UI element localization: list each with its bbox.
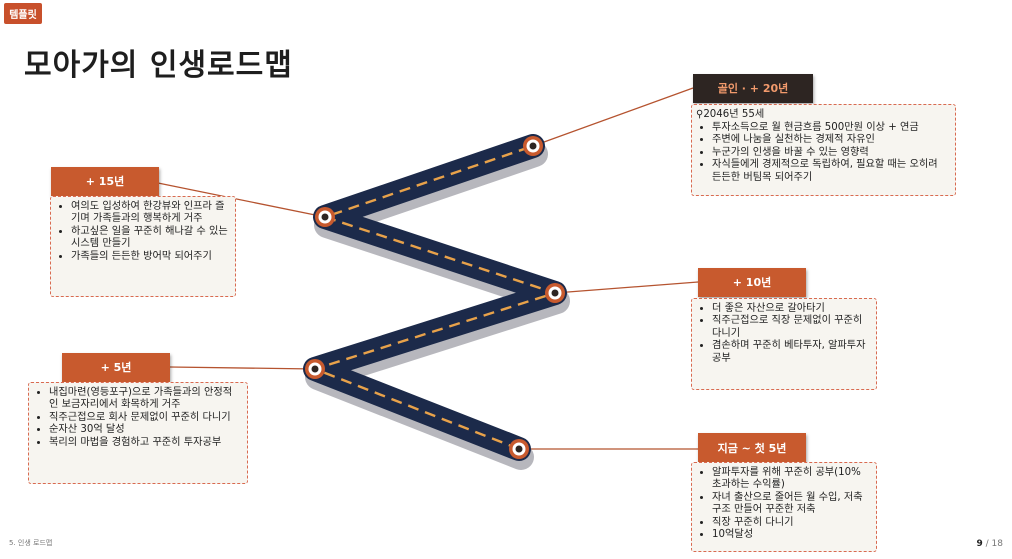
list-item: 10억달성 — [712, 529, 870, 541]
now-list: 알파투자를 위해 꾸준히 공부(10% 초과하는 수익률) 자녀 출산으로 줄어… — [696, 467, 870, 541]
list-item: 주변에 나눔을 실천하는 경제적 자유인 — [712, 134, 949, 146]
milestone-label-10y: + 10년 — [698, 268, 806, 297]
goal-lead: ⚲2046년 55세 — [696, 109, 949, 121]
list-item: 하고싶은 일을 꾸준히 해나갈 수 있는 시스템 만들기 — [71, 226, 229, 251]
marker-goal — [523, 136, 543, 156]
milestone-box-now: 알파투자를 위해 꾸준히 공부(10% 초과하는 수익률) 자녀 출산으로 줄어… — [691, 462, 877, 552]
y10-list: 더 좋은 자산으로 갈아타기 직주근접으로 직장 문제없이 꾸준히 다니기 겸손… — [696, 303, 870, 365]
list-item: 복리의 마법을 경험하고 꾸준히 투자공부 — [49, 437, 241, 449]
page-title: 모아가의 인생로드맵 — [24, 48, 293, 83]
total-pages: 18 — [991, 539, 1003, 549]
list-item: 자녀 출산으로 줄어든 월 수입, 저축구조 만들어 꾸준한 저축 — [712, 492, 870, 517]
marker-now — [509, 439, 529, 459]
footer-section: 5. 인생 로드맵 — [9, 539, 53, 547]
list-item: 더 좋은 자산으로 갈아타기 — [712, 303, 870, 315]
key-icon: ⚲ — [696, 109, 704, 120]
milestone-label-5y: + 5년 — [62, 353, 170, 382]
marker-5y — [305, 359, 325, 379]
list-item: 직주근접으로 직장 문제없이 꾸준히 다니기 — [712, 315, 870, 340]
list-item: 누군가의 인생을 바꿀 수 있는 영향력 — [712, 147, 949, 159]
list-item: 가족들의 든든한 방어막 되어주기 — [71, 251, 229, 263]
y5-list: 내집마련(영등포구)으로 가족들과의 안정적인 보금자리에서 화목하게 거주 직… — [33, 387, 241, 449]
list-item: 여의도 입성하여 한강뷰와 인프라 즐기며 가족들과의 행복하게 거주 — [71, 201, 229, 226]
list-item: 내집마련(영등포구)으로 가족들과의 안정적인 보금자리에서 화목하게 거주 — [49, 387, 241, 412]
list-item: 자식들에게 경제적으로 독립하여, 필요할 때는 오히려 든든한 버팀목 되어주… — [712, 159, 949, 184]
list-item: 순자산 30억 달성 — [49, 424, 241, 436]
goal-lead-text: 2046년 55세 — [703, 109, 765, 120]
milestone-label-15y: + 15년 — [51, 167, 159, 196]
milestone-markers — [305, 136, 565, 459]
page-separator: / — [985, 539, 989, 549]
list-item: 직장 꾸준히 다니기 — [712, 517, 870, 529]
template-tag: 템플릿 — [4, 3, 42, 24]
milestone-box-5y: 내집마련(영등포구)으로 가족들과의 안정적인 보금자리에서 화목하게 거주 직… — [28, 382, 248, 484]
connector-lines — [157, 87, 699, 450]
milestone-box-goal: ⚲2046년 55세 투자소득으로 월 현금흐름 500만원 이상 + 연금 주… — [691, 104, 956, 196]
list-item: 알파투자를 위해 꾸준히 공부(10% 초과하는 수익률) — [712, 467, 870, 492]
milestone-label-goal: 골인 · + 20년 — [693, 74, 813, 103]
list-item: 직주근접으로 회사 문제없이 꾸준히 다니기 — [49, 412, 241, 424]
list-item: 투자소득으로 월 현금흐름 500만원 이상 + 연금 — [712, 122, 949, 134]
milestone-box-10y: 더 좋은 자산으로 갈아타기 직주근접으로 직장 문제없이 꾸준히 다니기 겸손… — [691, 298, 877, 390]
marker-15y — [315, 207, 335, 227]
milestone-label-now: 지금 ~ 첫 5년 — [698, 433, 806, 463]
y15-list: 여의도 입성하여 한강뷰와 인프라 즐기며 가족들과의 행복하게 거주 하고싶은… — [55, 201, 229, 263]
list-item: 겸손하며 꾸준히 베타투자, 알파투자 공부 — [712, 340, 870, 365]
milestone-box-15y: 여의도 입성하여 한강뷰와 인프라 즐기며 가족들과의 행복하게 거주 하고싶은… — [50, 196, 236, 297]
current-page: 9 — [976, 539, 983, 549]
marker-10y — [545, 283, 565, 303]
page-indicator: 9 / 18 — [976, 539, 1003, 549]
goal-list: 투자소득으로 월 현금흐름 500만원 이상 + 연금 주변에 나눔을 실천하는… — [696, 122, 949, 184]
